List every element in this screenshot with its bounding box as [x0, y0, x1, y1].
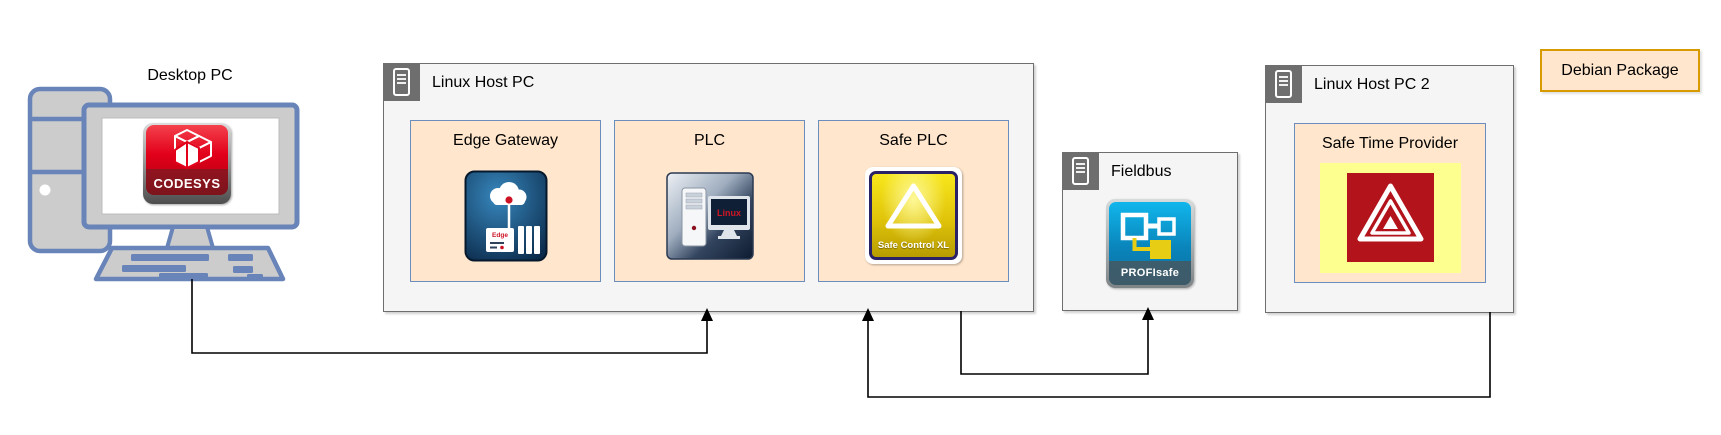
linux-host-pc-2-label: Linux Host PC 2 [1314, 76, 1430, 93]
safe-plc-node: Safe PLC Safe Control XL [818, 120, 1009, 282]
debian-package-label: Debian Package [1561, 61, 1679, 79]
linux-host-pc-2-container: Linux Host PC 2 Safe Time Provider [1265, 65, 1514, 313]
safe-time-provider-node: Safe Time Provider [1294, 123, 1486, 283]
plc-node: PLC [614, 120, 805, 282]
server-icon [1062, 152, 1099, 190]
safe-control-xl-text: Safe Control XL [877, 240, 950, 251]
linux-host-pc-label: Linux Host PC [432, 74, 535, 91]
cloud-icon [489, 181, 526, 205]
codesys-band [146, 169, 228, 195]
desktop-pc-label: Desktop PC [147, 67, 233, 84]
safe-plc-icon: Safe Control XL [865, 167, 962, 264]
fieldbus-container: Fieldbus PROFIsafe [1062, 152, 1238, 311]
hazard-red-square [1346, 173, 1434, 262]
connector-linux-host-pc-to-fieldbus [960, 311, 1149, 375]
edge-gateway-icon: Edge [464, 170, 547, 261]
edge-gateway-label: Edge Gateway [453, 132, 558, 149]
plc-label: PLC [693, 132, 726, 149]
codesys-logo-text: CODESYS [153, 176, 221, 191]
safe-plc-label: Safe PLC [879, 132, 948, 149]
keyboard-keys [122, 254, 263, 280]
server-icon [1265, 65, 1302, 103]
codesys-cubes-icon [174, 129, 212, 169]
codesys-logo: CODESYS [143, 123, 231, 204]
fieldbus-label: Fieldbus [1111, 163, 1172, 180]
profisafe-icon: PROFIsafe [1106, 199, 1194, 288]
network-nodes-icon [1120, 212, 1176, 259]
tower-power-dot [39, 184, 51, 196]
safe-time-provider-label: Safe Time Provider [1321, 135, 1459, 152]
profisafe-text: PROFIsafe [1109, 261, 1191, 285]
linux-host-pc-container: Linux Host PC Edge Gateway [383, 63, 1034, 312]
warning-triangle-icon [885, 183, 942, 229]
plc-badge: Linux [717, 208, 741, 218]
debian-package-legend: Debian Package [1540, 49, 1700, 92]
edge-badge: Edge [492, 232, 508, 239]
server-icon [383, 63, 420, 101]
hazard-triangle-icon [1357, 183, 1423, 242]
codesys-logo-red-square: CODESYS [146, 125, 228, 195]
edge-gateway-node: Edge Gateway Edge [410, 120, 601, 282]
connector-linux-host-pc-2-to-linux-host-pc [867, 312, 1491, 398]
plc-icon: Linux [665, 171, 754, 260]
safe-time-provider-icon [1319, 162, 1461, 273]
